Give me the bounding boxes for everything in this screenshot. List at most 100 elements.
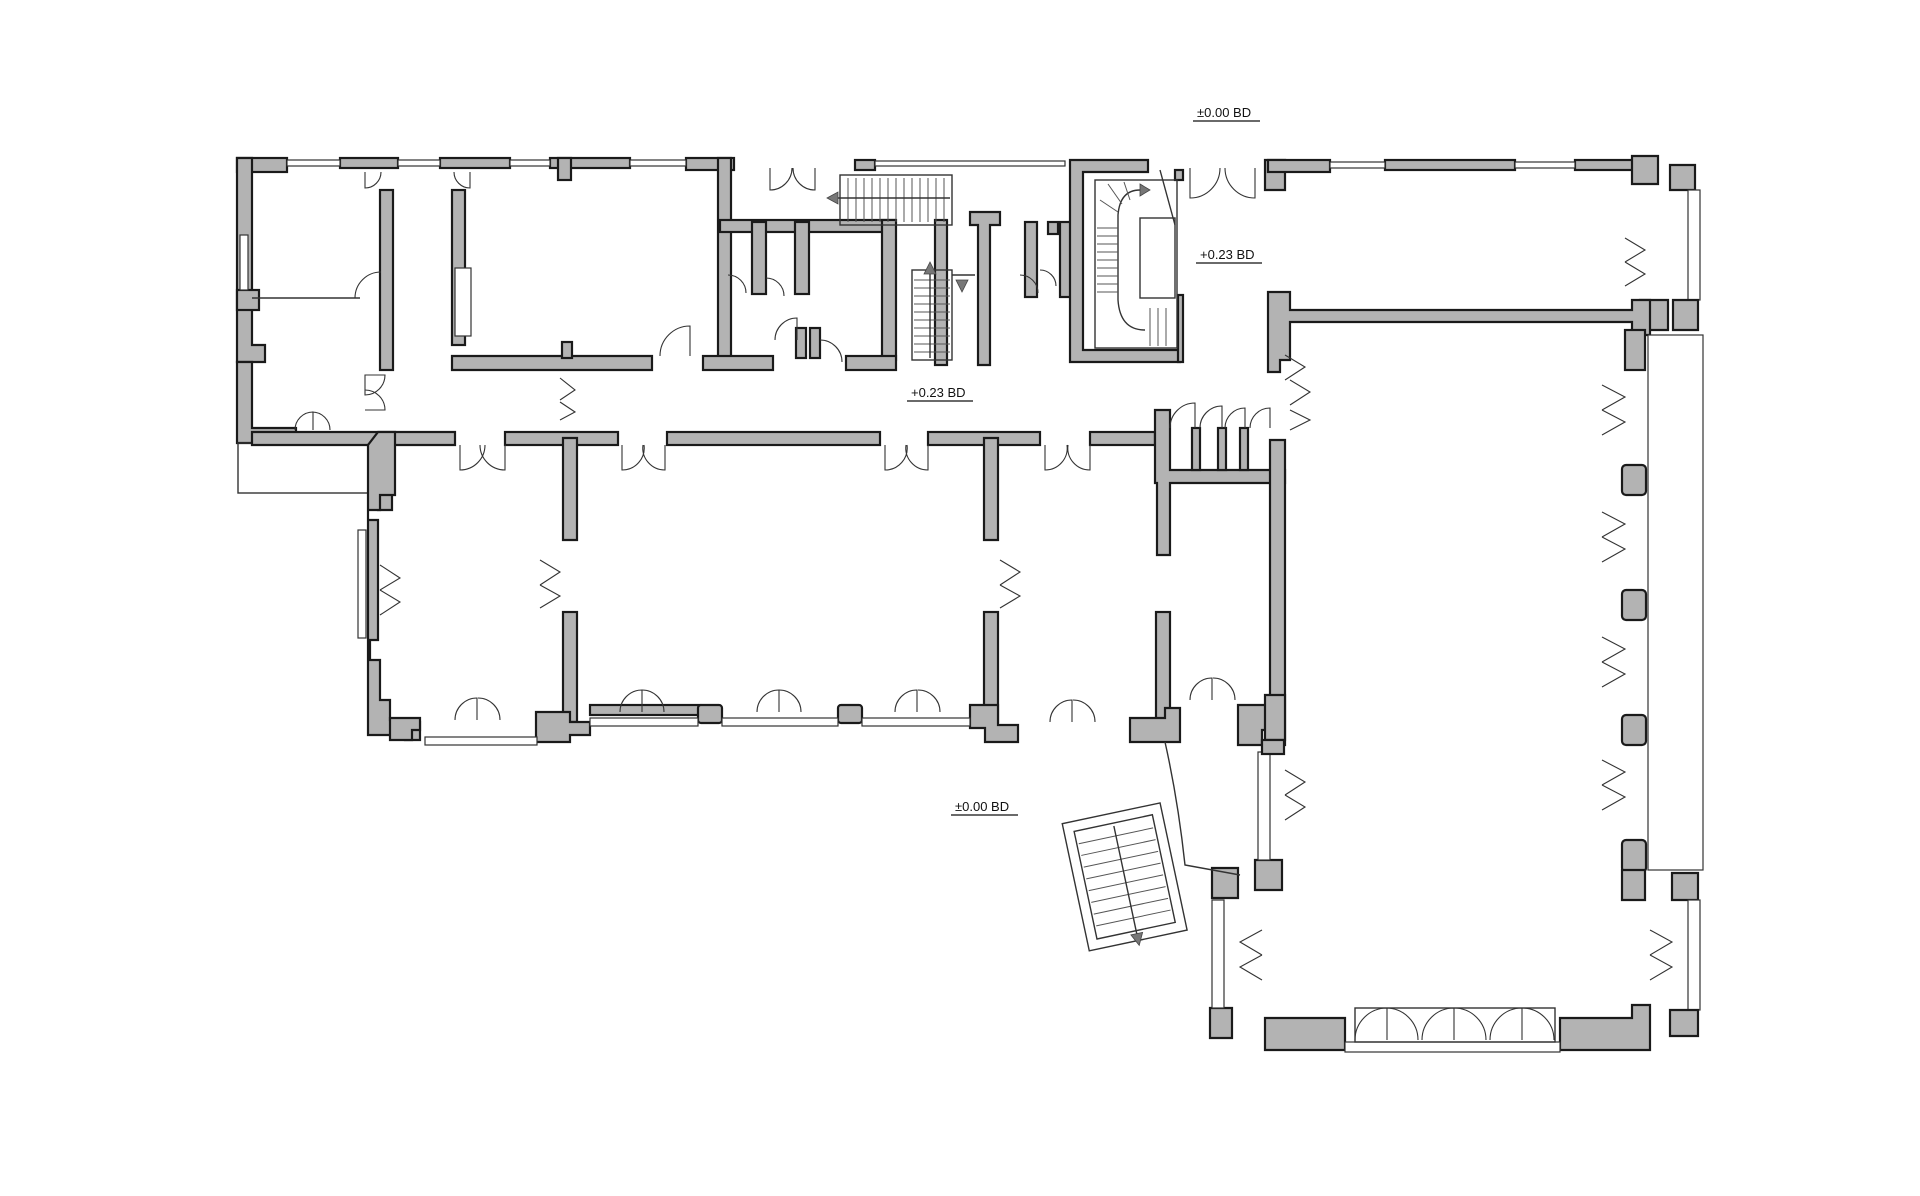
door xyxy=(1601,661,1627,688)
level-marker-label: +0.23 BD xyxy=(911,385,966,400)
pier xyxy=(836,703,864,725)
door xyxy=(769,167,793,191)
door xyxy=(453,171,471,189)
window xyxy=(239,234,249,291)
door xyxy=(621,444,645,471)
window xyxy=(1687,189,1701,301)
door xyxy=(559,401,577,421)
pier xyxy=(1173,168,1185,182)
stair-well-wall xyxy=(1176,293,1185,364)
door xyxy=(756,689,780,713)
pier xyxy=(1670,871,1700,902)
door xyxy=(642,444,666,471)
stairs xyxy=(826,169,1241,952)
arrow-left-icon xyxy=(826,191,839,205)
level-markers: ±0.00 BD +0.23 BD +0.23 BD ±0.00 BD xyxy=(907,105,1262,816)
wall-segment xyxy=(1558,1003,1652,1052)
window xyxy=(454,267,472,337)
window xyxy=(874,160,1066,167)
pier xyxy=(1253,858,1284,892)
door xyxy=(619,689,643,713)
door xyxy=(1189,677,1213,701)
wall-segment xyxy=(1263,1016,1347,1052)
window xyxy=(1687,899,1701,1011)
door xyxy=(1289,379,1312,406)
door xyxy=(1284,769,1307,796)
door xyxy=(559,377,576,401)
ramp-outline xyxy=(1164,741,1241,876)
door xyxy=(1019,274,1039,294)
pier xyxy=(968,703,1020,744)
wall-segment xyxy=(1266,158,1332,174)
door xyxy=(1289,409,1312,431)
window xyxy=(861,717,971,727)
wall-segment xyxy=(588,703,702,717)
door xyxy=(1238,954,1263,981)
door xyxy=(354,271,382,299)
door xyxy=(1624,237,1647,263)
door xyxy=(1189,167,1221,199)
arrow-down-icon xyxy=(955,279,969,293)
window xyxy=(509,159,551,167)
interior-long-wall xyxy=(1266,290,1652,374)
door xyxy=(1489,1007,1523,1041)
door xyxy=(641,689,665,713)
partition-wall xyxy=(1238,426,1250,472)
outer-walls xyxy=(235,156,1287,747)
pier xyxy=(235,288,261,312)
stair-outline xyxy=(839,174,953,226)
wall-segment xyxy=(235,360,298,445)
door xyxy=(819,339,843,363)
wall-segment xyxy=(556,156,573,182)
door xyxy=(1601,409,1627,436)
partition-wall xyxy=(561,610,579,724)
door xyxy=(774,317,798,341)
pier xyxy=(1620,838,1648,874)
door xyxy=(1224,407,1246,429)
door xyxy=(1624,261,1647,287)
door xyxy=(917,689,941,713)
level-marker-label: ±0.00 BD xyxy=(1197,105,1251,120)
wall-segment xyxy=(701,354,775,372)
doors xyxy=(294,167,1674,1043)
window xyxy=(589,717,699,727)
door xyxy=(778,689,802,713)
door xyxy=(1169,402,1196,429)
door xyxy=(1385,1007,1419,1041)
window xyxy=(397,159,441,167)
door xyxy=(1212,677,1236,701)
main-stair xyxy=(1094,169,1178,349)
wall-segment xyxy=(844,354,898,372)
partition-wall xyxy=(808,326,822,360)
door xyxy=(1601,759,1627,786)
arrow-right-icon xyxy=(1139,183,1151,197)
wall-segment xyxy=(968,210,1002,367)
service-stair xyxy=(911,261,975,361)
door xyxy=(1072,699,1096,723)
pier xyxy=(696,703,724,725)
partition-wall xyxy=(716,156,733,360)
door xyxy=(294,411,314,431)
wall-segment xyxy=(338,156,400,170)
pier xyxy=(1620,463,1648,497)
stair-handrail xyxy=(1117,189,1146,331)
portico-outline xyxy=(1354,1007,1556,1043)
door xyxy=(792,167,816,191)
door xyxy=(479,444,506,471)
door xyxy=(765,277,785,297)
partition-wall xyxy=(1154,610,1172,724)
stair-well-wall xyxy=(1068,158,1182,364)
east-hall-walls xyxy=(1208,154,1704,1053)
door xyxy=(311,411,331,431)
door xyxy=(1284,354,1307,381)
corner-pier xyxy=(1208,1006,1234,1040)
wall-segment xyxy=(1088,430,1157,447)
door xyxy=(884,444,908,471)
door xyxy=(659,325,691,357)
door xyxy=(364,389,386,411)
window xyxy=(629,159,687,167)
door xyxy=(1649,954,1674,981)
wall-segment xyxy=(1383,158,1517,172)
wall-segment xyxy=(450,354,654,372)
